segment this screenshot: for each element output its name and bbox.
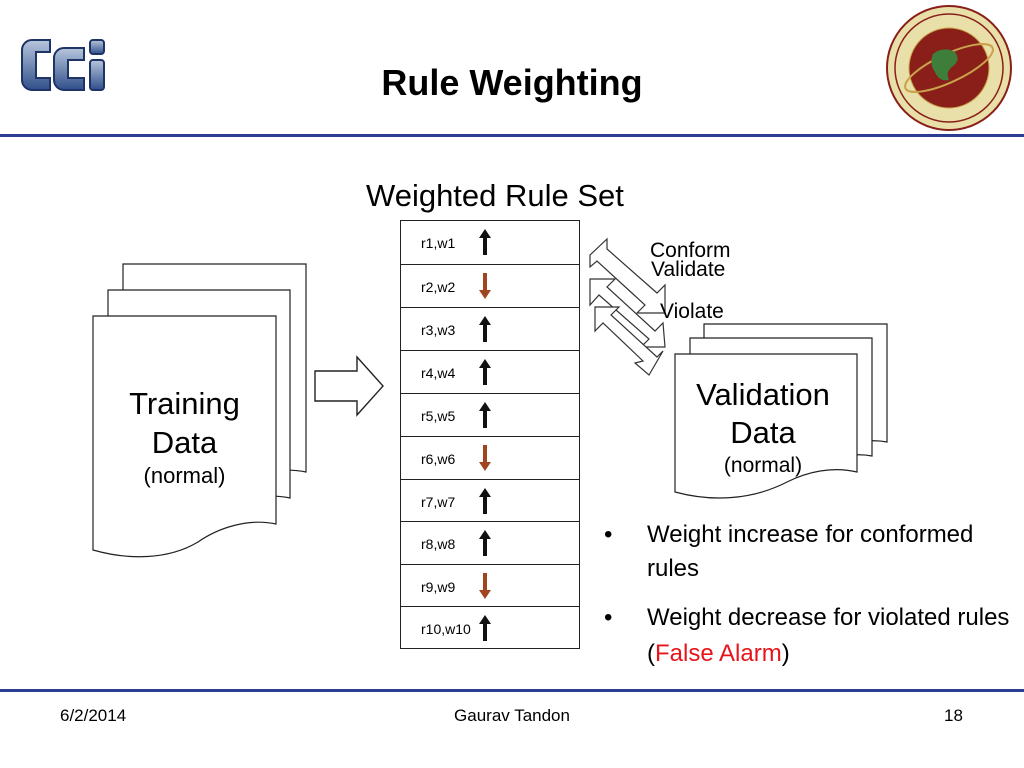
rule-label: r7,w7 [421,494,456,510]
rule-row: r3,w3 [400,307,580,351]
rule-label: r3,w3 [421,322,456,338]
false-alarm-text: False Alarm [655,640,782,667]
rule-row: r7,w7 [400,479,580,522]
validation-doc-stack [674,323,888,499]
rule-label: r2,w2 [421,279,456,295]
rule-label: r4,w4 [421,365,456,381]
bullet-list: Weight increase for conformed rules Weig… [604,518,1019,686]
training-doc-stack [92,263,307,558]
seal-graphic [886,5,1012,131]
validation-label-line3: (normal) [723,454,803,477]
right-block-arrow [313,355,385,417]
validation-label-line1: Validation [696,377,830,412]
slide-title: Rule Weighting [381,62,643,103]
bullet-weight-increase: Weight increase for conformed rules [604,518,1019,586]
validation-label-line2: Data [730,415,796,450]
footer-page-number: 18 [944,706,963,725]
weight-up-arrow-icon [479,229,491,255]
violate-label: Violate [660,300,724,323]
cci-logo-graphic [21,39,105,91]
bullet-weight-decrease-text: Weight decrease for violated rules ( [647,604,1010,667]
rule-label: r5,w5 [421,408,456,424]
header-divider [0,134,1024,137]
rule-label: r10,w10 [421,621,471,637]
training-label-line2: Data [151,425,218,460]
bullet-close-paren: ) [781,640,790,667]
double-arrow-graphic [589,237,666,376]
footer-divider [0,689,1024,692]
weight-up-arrow-icon [479,316,491,342]
weight-up-arrow-icon [479,615,491,641]
rule-row: r1,w1 [400,220,580,265]
block-arrow-graphic [314,355,384,417]
validate-arrows [585,235,675,380]
training-label-line1: Training [129,386,240,421]
weight-down-arrow-icon [479,573,491,599]
rule-row: r8,w8 [400,521,580,565]
rule-label: r9,w9 [421,579,456,595]
bullet-weight-increase-text: Weight increase for conformed rules [647,521,974,582]
rule-row: r5,w5 [400,393,580,437]
bullet-weight-decrease: Weight decrease for violated rules (Fals… [604,600,1019,672]
conform-label: Conform [650,239,731,262]
rule-row: r4,w4 [400,350,580,394]
training-data-docs: Training Data (normal) [88,260,313,580]
rule-row: r10,w10 [400,606,580,649]
footer-author: Gaurav Tandon [454,706,570,725]
weight-down-arrow-icon [479,273,491,299]
rule-row: r9,w9 [400,564,580,607]
rule-label: r8,w8 [421,536,456,552]
rule-row: r2,w2 [400,264,580,308]
weight-up-arrow-icon [479,402,491,428]
footer-date: 6/2/2014 [60,706,127,725]
weight-up-arrow-icon [479,530,491,556]
weighted-rule-set-heading: Weighted Rule Set [366,178,624,213]
weight-down-arrow-icon [479,445,491,471]
weight-up-arrow-icon [479,488,491,514]
training-label-line3: (normal) [143,463,226,488]
fit-seal-logo [885,4,1013,132]
rule-label: r6,w6 [421,451,456,467]
weight-up-arrow-icon [479,359,491,385]
validate-label: Validate [651,258,726,281]
rule-label: r1,w1 [421,235,456,251]
rule-row: r6,w6 [400,436,580,480]
validation-data-docs: Validation Data (normal) [672,322,892,502]
cci-logo [20,30,120,105]
